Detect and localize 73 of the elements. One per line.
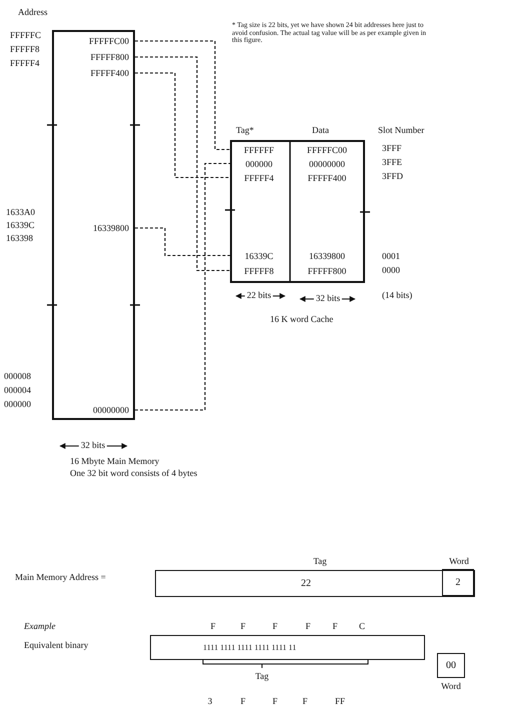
row-label: Equivalent binary — [24, 641, 88, 651]
field-value: 2 — [456, 577, 460, 588]
column-heading: Slot Number — [378, 126, 424, 136]
hex-digit: 3 — [208, 697, 212, 707]
field-label: Word — [441, 682, 461, 692]
hex-digit: F — [240, 697, 246, 707]
hex-digit: F — [332, 622, 338, 632]
dimension-label: 22 bits — [244, 291, 274, 301]
slot-number: 0001 — [382, 252, 400, 262]
field-label: Word — [449, 557, 469, 567]
address-label: 000008 — [4, 372, 31, 382]
address-label: 000000 — [4, 400, 31, 410]
address-label: FFFFFC — [10, 31, 42, 41]
binary-field — [150, 635, 425, 660]
address-label: 163398 — [6, 234, 33, 244]
row-label: Example — [24, 622, 56, 632]
hex-digit: F — [272, 697, 278, 707]
cache-entry: 000000 — [230, 157, 288, 170]
column-heading: Data — [312, 126, 329, 136]
hex-digit: F — [240, 622, 246, 632]
field-value: 22 — [301, 578, 311, 589]
column-heading: Address — [18, 8, 48, 18]
address-field — [155, 570, 475, 597]
connector — [135, 56, 230, 272]
cache-entry: 00000000 — [292, 157, 362, 170]
dimension-label: 32 bits — [78, 441, 108, 451]
hex-digit: F — [272, 622, 278, 632]
cache-entry: FFFFFC00 — [292, 143, 362, 156]
cache-entry: FFFFFF — [230, 143, 288, 156]
slot-number: 3FFF — [382, 144, 402, 154]
caption: One 32 bit word consists of 4 bytes — [70, 469, 198, 479]
hex-digit: F — [306, 622, 310, 632]
dimension-label: (14 bits) — [382, 291, 412, 301]
hex-digit: F — [302, 697, 308, 707]
connector — [135, 162, 230, 411]
cache-entry: 16339C — [230, 249, 288, 262]
field-label: Tag — [313, 557, 327, 567]
slot-number: 0000 — [382, 266, 400, 276]
connector — [135, 227, 230, 256]
slot-number: 3FFD — [382, 172, 404, 182]
hex-digit: C — [359, 622, 365, 632]
word-field — [437, 653, 465, 678]
cache-block — [230, 140, 365, 283]
slot-number: 3FFE — [382, 158, 402, 168]
dimension-label: 32 bits — [314, 294, 342, 304]
cache-entry: FFFFF800 — [292, 264, 362, 277]
address-label: 000004 — [4, 386, 31, 396]
address-label: FFFFF4 — [10, 59, 40, 69]
word-field — [442, 569, 474, 596]
row-label: Main Memory Address = — [15, 573, 106, 583]
connector — [135, 40, 230, 150]
caption: 16 Mbyte Main Memory — [70, 457, 160, 467]
memory-word: 00000000 — [54, 403, 135, 417]
hex-digit: FF — [335, 697, 345, 707]
field-value: 1111 1111 1111 1111 1111 11 — [203, 643, 296, 652]
memory-block — [52, 30, 135, 420]
connector — [135, 72, 230, 178]
address-label: FFFFF8 — [10, 45, 40, 55]
address-label: 1633A0 — [6, 208, 35, 218]
address-label: 16339C — [6, 221, 35, 231]
cache-entry: 16339800 — [292, 249, 362, 262]
cache-entry: FFFFF400 — [292, 171, 362, 184]
column-heading: Tag* — [236, 126, 254, 136]
hex-digit: F — [210, 622, 216, 632]
memory-word: 16339800 — [54, 221, 135, 235]
field-value: 00 — [446, 660, 456, 671]
cache-entry: FFFFF4 — [230, 171, 288, 184]
cache-entry: FFFFF8 — [230, 264, 288, 277]
memory-word: FFFFFC00 — [54, 34, 135, 48]
caption: 16 K word Cache — [270, 315, 334, 325]
memory-word: FFFFF800 — [54, 50, 135, 64]
field-label: Tag — [255, 672, 269, 682]
memory-word: FFFFF400 — [54, 66, 135, 80]
